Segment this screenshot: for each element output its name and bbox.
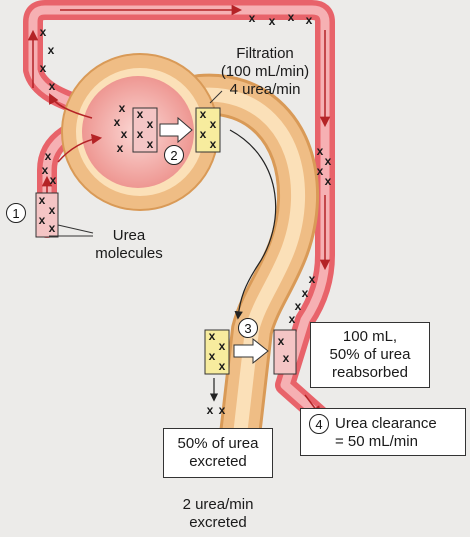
clearance-callout: 4 Urea clearance = 50 mL/min — [300, 408, 466, 456]
urea-molecule: x — [269, 14, 276, 28]
urea-molecule: x — [119, 101, 126, 115]
urea-molecule: x — [117, 141, 124, 155]
urea-molecule: x — [200, 107, 207, 121]
urea-molecule: x — [114, 115, 121, 129]
clearance-line-1: 4 Urea clearance — [309, 415, 465, 433]
filtered-urea-label: 4 urea/min — [205, 81, 325, 99]
urea-molecule: x — [317, 164, 324, 178]
urea-molecule: x — [325, 154, 332, 168]
urea-molecule: x — [39, 213, 46, 227]
urea-molecules-label: Urea molecules — [86, 227, 172, 263]
urea-molecule: x — [209, 349, 216, 363]
urea-molecule: x — [325, 174, 332, 188]
urea-molecule: x — [39, 193, 46, 207]
urea-molecule: x — [121, 127, 128, 141]
urea-molecule: x — [295, 299, 302, 313]
urea-molecule: x — [207, 403, 214, 417]
urea-molecule: x — [210, 117, 217, 131]
urea-molecule: x — [48, 43, 55, 57]
urea-molecule: x — [306, 13, 313, 27]
urea-molecule: x — [309, 272, 316, 286]
urea-label-line2: molecules — [86, 245, 172, 263]
urea-molecule: x — [49, 221, 56, 235]
urea-molecule: x — [200, 127, 207, 141]
urea-molecule: x — [289, 312, 296, 326]
step-3-marker: 3 — [238, 318, 258, 338]
urea-molecule: x — [249, 11, 256, 25]
urea-molecule: x — [278, 334, 285, 348]
urea-molecule: x — [288, 10, 295, 24]
excreted-rate-label: 2 urea/min excreted — [160, 496, 276, 532]
step-4-marker: 4 — [309, 414, 329, 434]
excreted-percent-callout: 50% of urea excreted — [163, 428, 273, 478]
filtration-label-line: Filtration — [205, 45, 325, 63]
urea-molecule: x — [40, 61, 47, 75]
step-1-marker: 1 — [6, 203, 26, 223]
urea-molecule: x — [219, 339, 226, 353]
reabsorbed-callout: 100 mL, 50% of urea reabsorbed — [310, 322, 430, 388]
urea-molecule: x — [49, 203, 56, 217]
urea-molecule: x — [40, 25, 47, 39]
excreted-rate-line1: 2 urea/min — [160, 496, 276, 514]
urea-molecule: x — [147, 117, 154, 131]
excreted-percent-line1: 50% of urea — [164, 435, 272, 453]
urea-molecule: x — [49, 79, 56, 93]
urea-molecule: x — [219, 403, 226, 417]
urea-molecule: x — [317, 144, 324, 158]
urea-molecule: x — [147, 137, 154, 151]
clearance-title: Urea clearance — [335, 415, 437, 432]
excreted-rate-line2: excreted — [160, 514, 276, 532]
clearance-value: = 50 mL/min — [309, 433, 465, 451]
urea-molecule: x — [137, 127, 144, 141]
excreted-percent-line2: excreted — [164, 453, 272, 471]
urea-molecule: x — [302, 286, 309, 300]
urea-molecule: x — [42, 163, 49, 177]
urea-molecule: x — [209, 329, 216, 343]
urea-molecule: x — [45, 149, 52, 163]
reabsorbed-text: reabsorbed — [311, 364, 429, 382]
urea-molecule: x — [283, 351, 290, 365]
urea-molecule: x — [50, 173, 57, 187]
urea-label-line1: Urea — [86, 227, 172, 245]
reabsorbed-percent: 50% of urea — [311, 346, 429, 364]
urea-molecule: x — [137, 107, 144, 121]
reabsorbed-volume: 100 mL, — [311, 328, 429, 346]
urea-molecule: x — [219, 359, 226, 373]
step-2-marker: 2 — [164, 145, 184, 165]
filtration-rate-label: (100 mL/min) — [205, 63, 325, 81]
urea-molecule: x — [210, 137, 217, 151]
filtration-label: Filtration (100 mL/min) 4 urea/min — [205, 45, 325, 99]
